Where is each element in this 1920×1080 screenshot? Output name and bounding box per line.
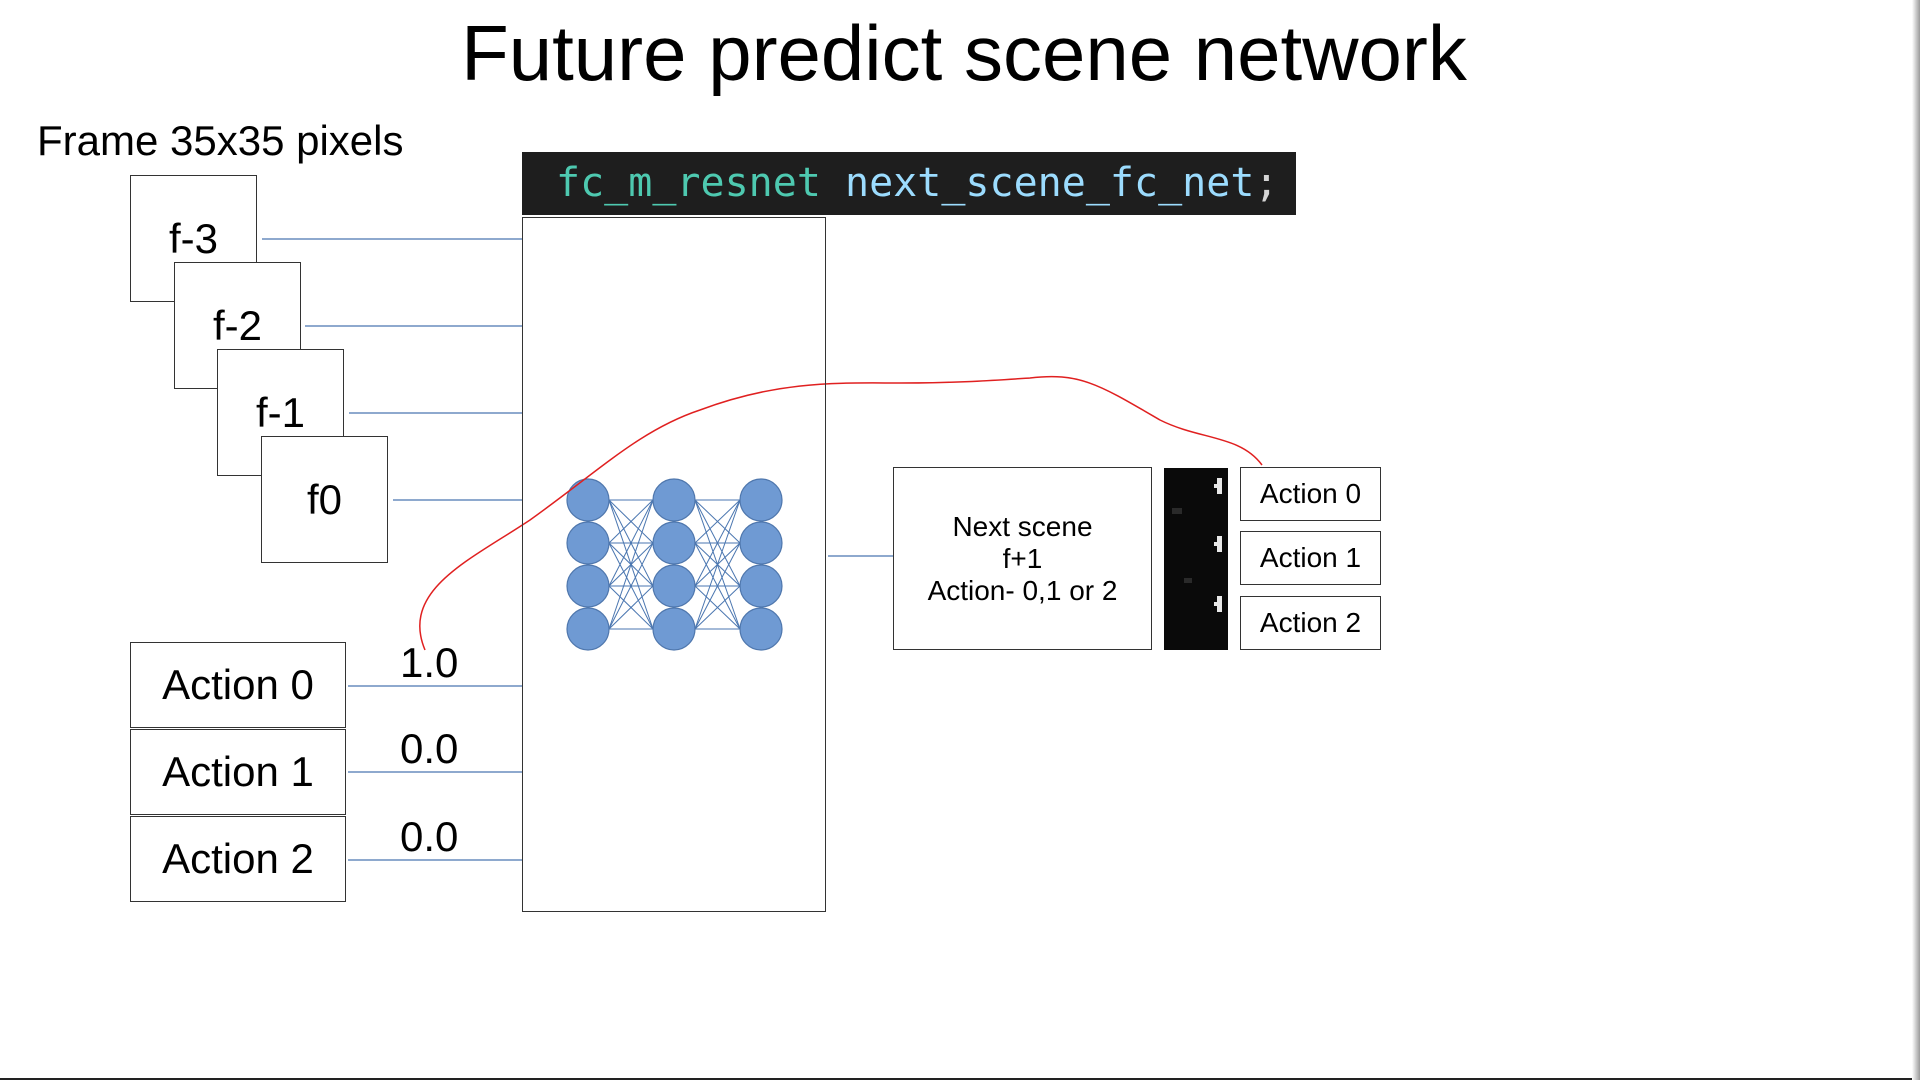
action-value-2: 0.0 bbox=[400, 813, 459, 860]
network-edge bbox=[694, 542, 741, 630]
network-box bbox=[522, 217, 826, 912]
code-variable-name: next_scene_fc_net bbox=[845, 160, 1255, 206]
slide-right-shadow bbox=[1912, 0, 1920, 1080]
frame-label: f-2 bbox=[212, 301, 262, 349]
network-node bbox=[566, 521, 610, 565]
action-input-label: Action 1 bbox=[162, 748, 314, 795]
action-output-label: Action 1 bbox=[1259, 542, 1362, 573]
network-edge bbox=[608, 499, 654, 630]
network-edge bbox=[608, 499, 654, 587]
game-frame-thumbnail-icon bbox=[1164, 468, 1228, 650]
network-node bbox=[739, 478, 783, 522]
next-scene-line2: f+1 bbox=[1002, 542, 1043, 574]
network-node bbox=[566, 478, 610, 522]
network-node bbox=[566, 564, 610, 608]
action-input-0: Action 0 bbox=[130, 642, 346, 728]
network-edge bbox=[608, 542, 654, 630]
network-node bbox=[739, 607, 783, 651]
red-annotation-curve bbox=[419, 375, 1263, 651]
network-edge bbox=[694, 585, 741, 630]
network-edge bbox=[694, 499, 741, 630]
network-edge bbox=[608, 499, 654, 544]
action-output-1: Action 1 bbox=[1240, 531, 1381, 585]
action-output-0: Action 0 bbox=[1240, 467, 1381, 521]
network-nodes bbox=[566, 478, 783, 651]
action-output-2: Action 2 bbox=[1240, 596, 1381, 650]
slide-bottom-border bbox=[0, 1078, 1920, 1080]
network-node bbox=[652, 478, 696, 522]
network-node bbox=[739, 521, 783, 565]
action-input-1: Action 1 bbox=[130, 729, 346, 815]
frame-caption: Frame 35x35 pixels bbox=[37, 117, 404, 164]
diagram-title: Future predict scene network bbox=[461, 9, 1467, 97]
network-node bbox=[566, 607, 610, 651]
action-output-label: Action 2 bbox=[1259, 607, 1362, 638]
frame-box-f0: f0 bbox=[261, 436, 388, 563]
network-node bbox=[652, 607, 696, 651]
network-edge bbox=[694, 499, 741, 587]
network-node bbox=[652, 564, 696, 608]
action-input-label: Action 0 bbox=[162, 661, 314, 708]
next-scene-box: Next scene f+1 Action- 0,1 or 2 bbox=[893, 467, 1152, 650]
network-node bbox=[739, 564, 783, 608]
next-scene-line3: Action- 0,1 or 2 bbox=[927, 574, 1118, 606]
action-input-2: Action 2 bbox=[130, 816, 346, 902]
frame-label: f0 bbox=[306, 475, 343, 523]
action-input-label: Action 2 bbox=[162, 835, 314, 882]
action-value-0: 1.0 bbox=[400, 639, 459, 686]
action-output-label: Action 0 bbox=[1259, 478, 1362, 509]
code-type-name: fc_m_resnet bbox=[556, 160, 821, 206]
code-declaration: fc_m_resnet next_scene_fc_net; bbox=[522, 152, 1296, 215]
action-value-1: 0.0 bbox=[400, 725, 459, 772]
code-terminator: ; bbox=[1254, 160, 1279, 206]
network-edge bbox=[608, 585, 654, 630]
next-scene-line1: Next scene bbox=[952, 510, 1093, 542]
network-edge bbox=[694, 499, 741, 544]
frame-label: f-3 bbox=[168, 214, 218, 262]
network-edges bbox=[608, 499, 741, 630]
network-node bbox=[652, 521, 696, 565]
frame-label: f-1 bbox=[255, 388, 305, 436]
